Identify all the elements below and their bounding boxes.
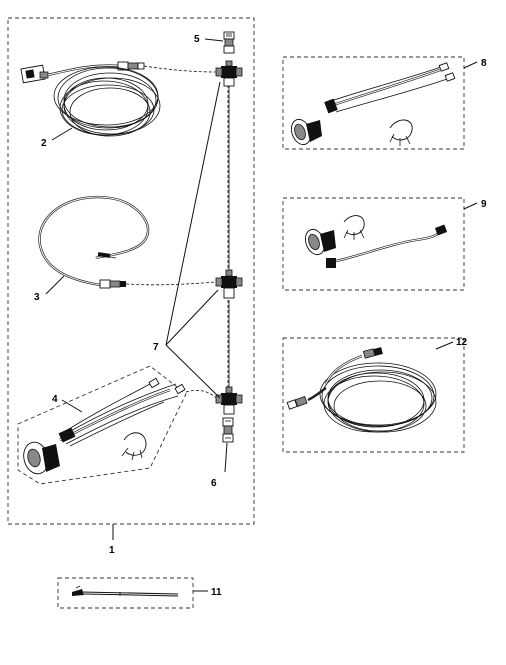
- tool-11: [72, 585, 179, 597]
- harness-cable: [38, 195, 217, 289]
- backbone-cable: [227, 85, 230, 388]
- callout-2: 2: [41, 138, 47, 149]
- callout-5: 5: [194, 34, 200, 45]
- kit-frame-8: [282, 56, 465, 150]
- leader-3: [45, 275, 65, 295]
- callout-11: 11: [211, 587, 222, 598]
- kit-frame-9: [282, 197, 465, 291]
- leader-5: [204, 38, 224, 42]
- leader-2: [51, 127, 73, 141]
- callout-6: 6: [211, 478, 217, 489]
- callout-9: 9: [481, 199, 487, 210]
- leader-8: [463, 61, 478, 69]
- callout-12: 12: [456, 337, 468, 348]
- gauge-kit-8: [290, 62, 456, 146]
- leader-9: [463, 202, 478, 210]
- leader-6: [224, 442, 228, 473]
- leader-12: [435, 341, 454, 350]
- power-cable-coil: [20, 61, 217, 137]
- callout-1: 1: [109, 545, 115, 556]
- callout-7: 7: [153, 342, 159, 353]
- tee-connector-top: [215, 60, 243, 87]
- kit-frame-1: [7, 17, 255, 525]
- tee-connector-bottom: [215, 386, 243, 415]
- gauge-kit-4: [23, 377, 217, 475]
- terminator-top: [223, 31, 235, 54]
- leaders-7: [165, 81, 221, 399]
- kit-frame-11: [57, 577, 194, 609]
- tee-connector-middle: [215, 269, 243, 299]
- callout-8: 8: [481, 58, 487, 69]
- gauge-kit-9: [304, 215, 448, 268]
- terminator-bottom: [222, 417, 234, 443]
- leader-4: [61, 399, 83, 413]
- callout-3: 3: [34, 292, 40, 303]
- gauge-kit-outline: [17, 365, 187, 485]
- callout-4: 4: [52, 394, 58, 405]
- extension-cable-12: [286, 347, 437, 433]
- kit-frame-12: [282, 337, 465, 453]
